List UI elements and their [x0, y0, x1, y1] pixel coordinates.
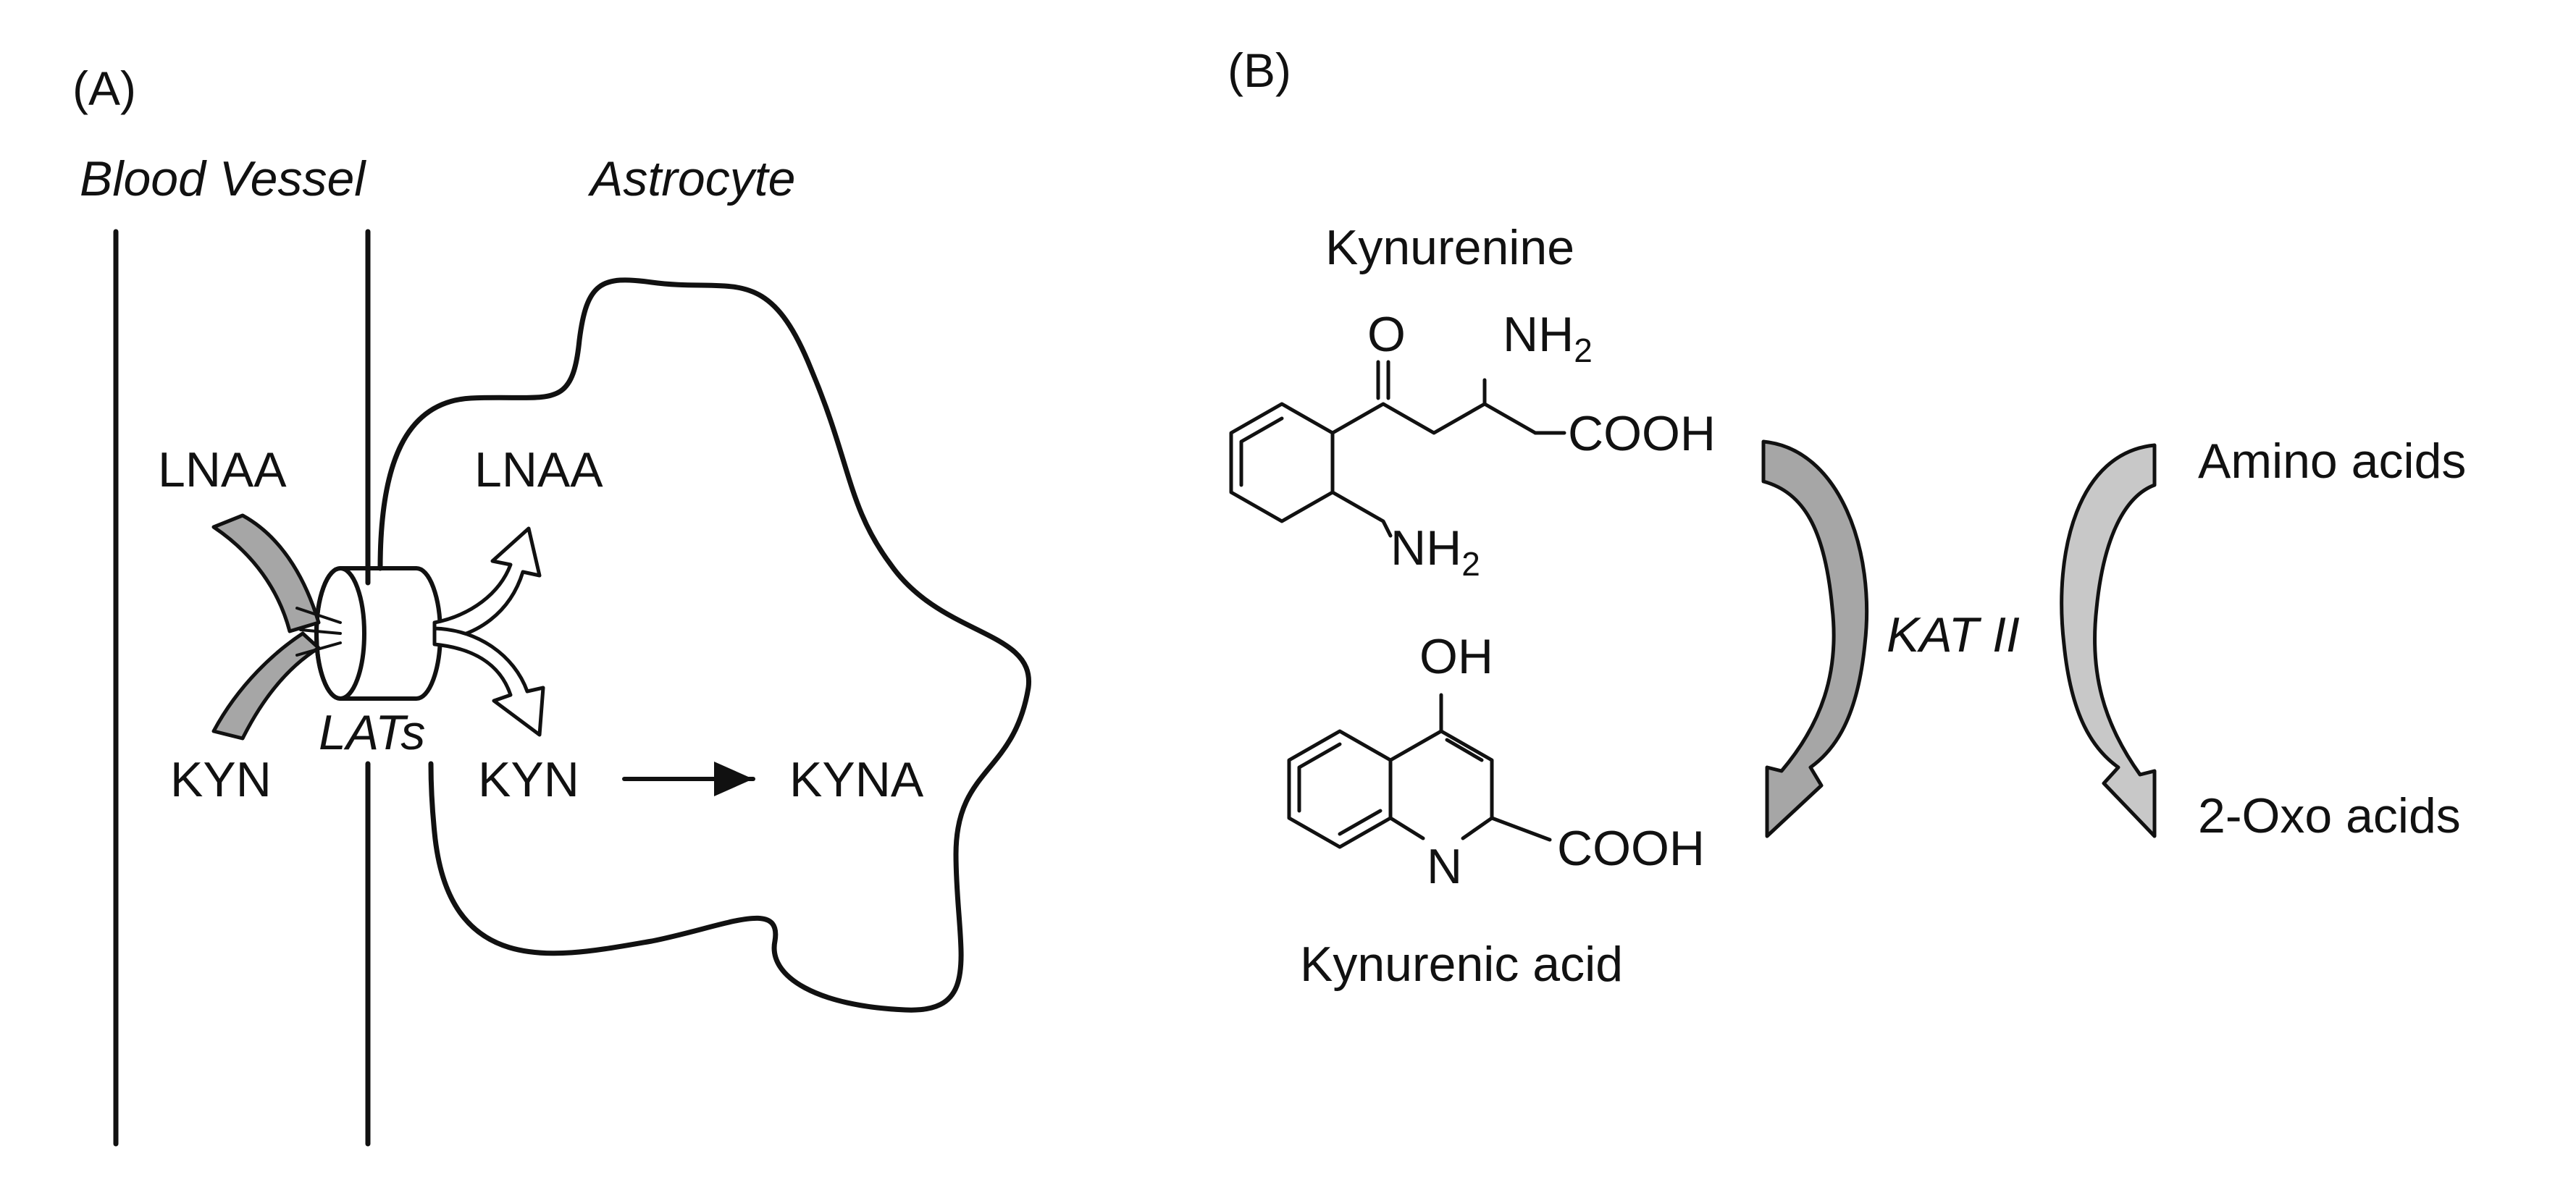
kynurenine-to-kynurenic-arrow-icon	[1761, 439, 1869, 838]
lnaa-influx-arrow-icon	[211, 513, 321, 633]
lnaa-astrocyte-label: LNAA	[474, 442, 603, 497]
enzyme-label: KAT II	[1887, 607, 2020, 662]
lnaa-efflux-arrow-icon	[432, 526, 542, 643]
kynurenine-cooh-label: COOH	[1568, 406, 1716, 461]
astrocyte-membrane	[377, 277, 1031, 1013]
influx-funnel-lines	[295, 607, 342, 657]
kynurenine-label: Kynurenine	[1325, 220, 1574, 275]
kyn-blood-label: KYN	[170, 752, 272, 807]
amino-acids-label: Amino acids	[2198, 434, 2466, 489]
panel-b: (B) Kynurenine O NH2 COOH NH2 OH N COOH …	[1228, 43, 2466, 992]
kyn-influx-arrow-icon	[211, 631, 321, 741]
kynurenic-acid-oh-label: OH	[1419, 629, 1493, 684]
kynurenic-acid-label: Kynurenic acid	[1300, 937, 1623, 992]
kynurenine-o-label: O	[1367, 307, 1406, 362]
kynurenine-nh2-top-label: NH2	[1503, 307, 1593, 369]
kynurenine-structure	[1229, 360, 1566, 538]
lat-transporter-icon	[314, 566, 442, 701]
panel-a: (A) Blood Vessel Astrocyte LNAA LNAA KYN…	[72, 62, 1031, 1147]
kyn-efflux-arrow-icon	[432, 626, 545, 737]
panel-b-label: (B)	[1228, 43, 1291, 97]
kynurenine-nh2-ring-label: NH2	[1390, 521, 1480, 583]
lats-label: LATs	[319, 705, 425, 760]
kynurenic-acid-cooh-label: COOH	[1557, 821, 1705, 876]
oxo-acids-label: 2-Oxo acids	[2198, 788, 2461, 843]
kynurenic-acid-structure	[1287, 693, 1552, 849]
kynurenic-acid-n-label: N	[1427, 839, 1462, 894]
kyna-label: KYNA	[789, 752, 924, 807]
astrocyte-label: Astrocyte	[587, 151, 795, 206]
amino-to-oxo-arrow-icon	[2060, 443, 2157, 838]
kyn-astrocyte-label: KYN	[478, 752, 579, 807]
lnaa-blood-label: LNAA	[158, 442, 287, 497]
blood-vessel-label: Blood Vessel	[80, 151, 366, 206]
panel-a-label: (A)	[72, 62, 136, 115]
